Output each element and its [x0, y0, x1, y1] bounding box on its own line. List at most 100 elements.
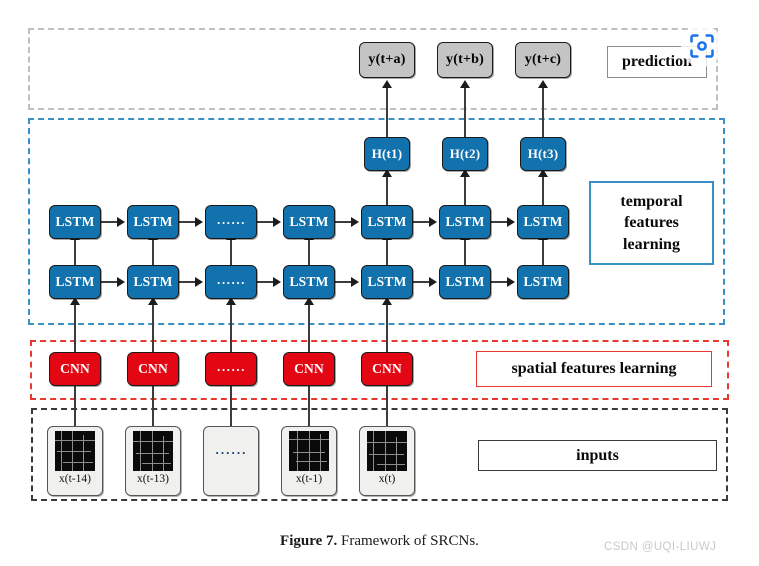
arrowhead-lstm-top-h-5: [429, 217, 437, 227]
road-network-thumbnail-1: [55, 431, 95, 471]
road-network-thumbnail-5: [367, 431, 407, 471]
connector-input-to-cnn-2: [152, 367, 154, 426]
lstm-bottom-node-1[interactable]: LSTM: [49, 265, 101, 299]
hidden-node-h-t3[interactable]: H(t3): [520, 137, 566, 171]
arrowhead-lstm-top-h-6: [507, 217, 515, 227]
connector-lstm-top-h-5: [413, 221, 430, 223]
output-node-y-t-plus-b[interactable]: y(t+b): [437, 42, 493, 78]
connector-cnn-to-lstm-1: [74, 300, 76, 352]
arrowhead-lstm-to-h-3: [538, 169, 548, 177]
lstm-bottom-node-2[interactable]: LSTM: [127, 265, 179, 299]
connector-input-to-cnn-3: [230, 367, 232, 426]
connector-lstm-top-h-6: [491, 221, 508, 223]
output-label-1: y(t+a): [368, 52, 406, 67]
hidden-label-1: H(t1): [371, 146, 403, 161]
connector-input-to-cnn-5: [386, 367, 388, 426]
input-label-3: ······: [214, 445, 247, 460]
connector-lstm-bottom-to-top-7: [542, 235, 544, 265]
hidden-node-h-t1[interactable]: H(t1): [364, 137, 410, 171]
connector-lstm-top-h-2: [179, 221, 196, 223]
connector-lstm-bottom-h-3: [257, 281, 274, 283]
lstm-bottom-label-1: LSTM: [55, 274, 95, 289]
connector-input-to-cnn-4: [308, 367, 310, 426]
region-spatial-features: [30, 340, 729, 400]
cnn-node-2[interactable]: CNN: [127, 352, 179, 386]
lstm-bottom-label-3: ······: [216, 274, 246, 290]
lstm-top-label-5: LSTM: [367, 214, 407, 229]
arrowhead-lstm-bottom-h-2: [195, 277, 203, 287]
arrowhead-h-to-y-2: [460, 80, 470, 88]
lstm-bottom-label-7: LSTM: [523, 274, 563, 289]
arrowhead-cnn-to-lstm-2: [148, 297, 158, 305]
arrowhead-h-to-y-3: [538, 80, 548, 88]
lstm-bottom-node-6[interactable]: LSTM: [439, 265, 491, 299]
lstm-top-label-2: LSTM: [133, 214, 173, 229]
lstm-top-label-6: LSTM: [445, 214, 485, 229]
arrowhead-cnn-to-lstm-5: [382, 297, 392, 305]
connector-lstm-bottom-to-top-6: [464, 235, 466, 265]
input-label-2: x(t-13): [137, 473, 169, 485]
input-card-5[interactable]: x(t): [359, 426, 415, 496]
lstm-bottom-node-5[interactable]: LSTM: [361, 265, 413, 299]
input-card-4[interactable]: x(t-1): [281, 426, 337, 496]
arrowhead-lstm-bottom-h-5: [429, 277, 437, 287]
lstm-top-node-4[interactable]: LSTM: [283, 205, 335, 239]
hidden-node-h-t2[interactable]: H(t2): [442, 137, 488, 171]
legend-temporal-features: temporal features learning: [589, 181, 714, 265]
output-node-y-t-plus-a[interactable]: y(t+a): [359, 42, 415, 78]
connector-lstm-bottom-to-top-4: [308, 235, 310, 265]
input-card-2[interactable]: x(t-13): [125, 426, 181, 496]
figure-caption-text: Framework of SRCNs.: [337, 533, 479, 549]
lstm-top-node-5[interactable]: LSTM: [361, 205, 413, 239]
cnn-node-ellipsis[interactable]: ······: [205, 352, 257, 386]
arrowhead-lstm-top-h-2: [195, 217, 203, 227]
lstm-bottom-label-2: LSTM: [133, 274, 173, 289]
scan-focus-icon[interactable]: [681, 25, 723, 67]
lstm-top-label-3: ······: [216, 214, 246, 230]
input-label-1: x(t-14): [59, 473, 91, 485]
arrowhead-lstm-bottom-h-3: [273, 277, 281, 287]
legend-inputs-label: inputs: [576, 446, 619, 464]
connector-lstm-bottom-h-1: [101, 281, 118, 283]
legend-spatial-label: spatial features learning: [511, 360, 677, 377]
hidden-label-3: H(t3): [527, 146, 559, 161]
lstm-bottom-node-7[interactable]: LSTM: [517, 265, 569, 299]
figure-number: Figure 7.: [280, 533, 338, 549]
region-temporal-features: [28, 118, 725, 325]
cnn-label-4: CNN: [294, 361, 324, 376]
cnn-node-4[interactable]: CNN: [283, 352, 335, 386]
lstm-top-label-4: LSTM: [289, 214, 329, 229]
hidden-label-2: H(t2): [449, 146, 481, 161]
arrowhead-lstm-top-h-3: [273, 217, 281, 227]
lstm-bottom-label-6: LSTM: [445, 274, 485, 289]
lstm-top-node-2[interactable]: LSTM: [127, 205, 179, 239]
lstm-bottom-node-4[interactable]: LSTM: [283, 265, 335, 299]
lstm-top-node-6[interactable]: LSTM: [439, 205, 491, 239]
legend-inputs: inputs: [478, 440, 717, 471]
input-card-ellipsis[interactable]: ······: [203, 426, 259, 496]
arrowhead-cnn-to-lstm-4: [304, 297, 314, 305]
arrowhead-lstm-bottom-h-6: [507, 277, 515, 287]
lstm-top-label-7: LSTM: [523, 214, 563, 229]
input-card-1[interactable]: x(t-14): [47, 426, 103, 496]
connector-h-to-y-1: [386, 83, 388, 137]
arrowhead-lstm-top-h-1: [117, 217, 125, 227]
arrowhead-h-to-y-1: [382, 80, 392, 88]
connector-h-to-y-2: [464, 83, 466, 137]
connector-cnn-to-lstm-5: [386, 300, 388, 352]
cnn-label-2: CNN: [138, 361, 168, 376]
lstm-bottom-node-ellipsis[interactable]: ······: [205, 265, 257, 299]
cnn-label-5: CNN: [372, 361, 402, 376]
legend-temporal-line-3: learning: [623, 235, 680, 253]
connector-lstm-bottom-to-top-3: [230, 235, 232, 265]
lstm-top-node-1[interactable]: LSTM: [49, 205, 101, 239]
lstm-top-node-ellipsis[interactable]: ······: [205, 205, 257, 239]
arrowhead-lstm-to-h-2: [460, 169, 470, 177]
lstm-top-node-7[interactable]: LSTM: [517, 205, 569, 239]
cnn-node-5[interactable]: CNN: [361, 352, 413, 386]
region-prediction: [28, 28, 718, 110]
cnn-node-1[interactable]: CNN: [49, 352, 101, 386]
connector-lstm-bottom-h-4: [335, 281, 352, 283]
arrowhead-lstm-bottom-h-4: [351, 277, 359, 287]
output-node-y-t-plus-c[interactable]: y(t+c): [515, 42, 571, 78]
